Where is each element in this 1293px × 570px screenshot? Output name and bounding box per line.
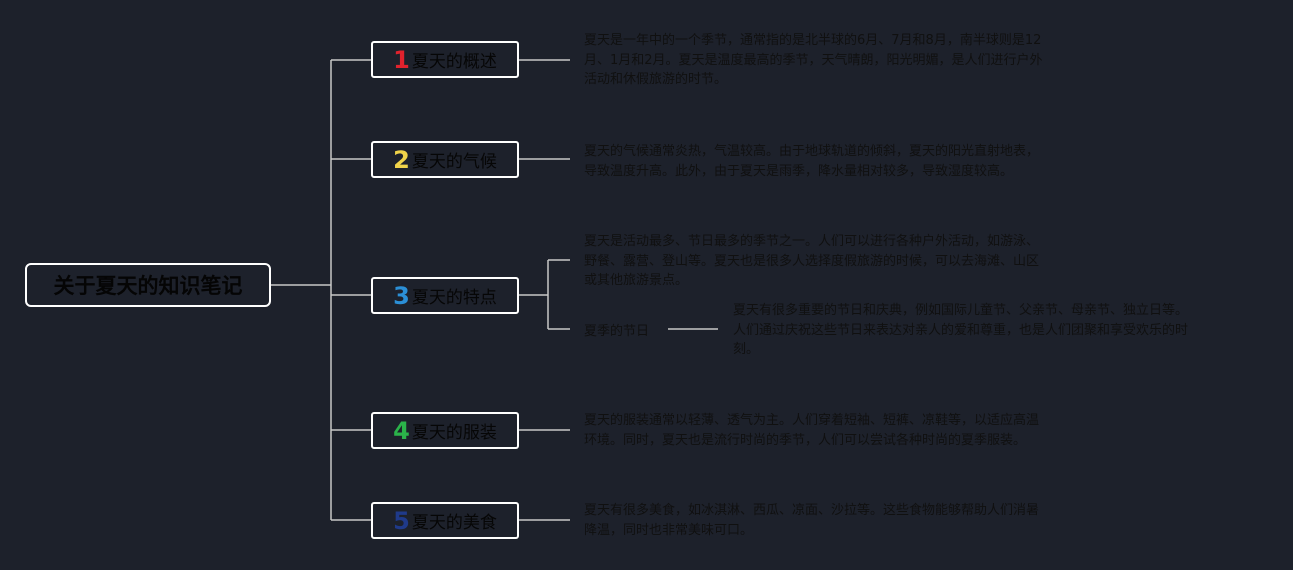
- branch-node-1[interactable]: 1 夏天的概述: [371, 41, 519, 78]
- branch-node-5[interactable]: 5 夏天的美食: [371, 502, 519, 539]
- detail-line: 月、1月和2月。夏天是温度最高的季节，天气晴朗，阳光明媚，是人们进行户外: [584, 52, 1043, 68]
- branch-title: 夏天的特点: [411, 288, 497, 308]
- detail-line: 夏天有很多美食，如冰淇淋、西瓜、凉面、沙拉等。这些食物能够帮助人们消暑: [584, 503, 1040, 518]
- detail-line: 或其他旅游景点。: [584, 273, 689, 288]
- branch-detail-2: 夏天的气候通常炎热，气温较高。由于地球轨道的倾斜，夏天的阳光直射地表， 导致温度…: [584, 142, 1039, 181]
- branch-detail-4: 夏天的服装通常以轻薄、透气为主。人们穿着短袖、短裤、凉鞋等，以适应高温 环境。同…: [584, 411, 1039, 450]
- branch-number: 3: [393, 281, 410, 310]
- branch-number: 4: [393, 416, 410, 445]
- branch-number: 5: [393, 506, 410, 535]
- detail-line: 刻。: [733, 342, 760, 357]
- branch-number: 1: [393, 45, 410, 74]
- detail-line: 导致温度升高。此外，由于夏天是雨季，降水量相对较多，导致湿度较高。: [584, 163, 1014, 179]
- branch-detail-3: 夏天是活动最多、节日最多的季节之一。人们可以进行各种户外活动，如游泳、 野餐、露…: [584, 232, 1039, 291]
- detail-line: 活动和休假旅游的时节。: [584, 72, 728, 87]
- branch-number: 2: [393, 145, 410, 174]
- branch-detail-1: 夏天是一年中的一个季节，通常指的是北半球的6月、7月和8月，南半球则是12 月、…: [584, 31, 1043, 90]
- detail-line: 夏天是活动最多、节日最多的季节之一。人们可以进行各种户外活动，如游泳、: [584, 234, 1040, 249]
- branch-node-3[interactable]: 3 夏天的特点: [371, 277, 519, 314]
- branch-detail-5: 夏天有很多美食，如冰淇淋、西瓜、凉面、沙拉等。这些食物能够帮助人们消暑 降温，同…: [584, 501, 1039, 540]
- detail-line: 夏天有很多重要的节日和庆典，例如国际儿童节、父亲节、母亲节、独立日等。: [733, 303, 1189, 318]
- detail-line: 夏天是一年中的一个季节，通常指的是北半球的6月、7月和8月，南半球则是12: [584, 33, 1042, 48]
- detail-line: 环境。同时，夏天也是流行时尚的季节，人们可以尝试各种时尚的夏季服装。: [584, 432, 1027, 448]
- branch-title: 夏天的美食: [411, 513, 497, 533]
- branch-title: 夏天的服装: [411, 423, 497, 443]
- detail-line: 降温，同时也非常美味可口。: [584, 522, 754, 538]
- branch-node-4[interactable]: 4 夏天的服装: [371, 412, 519, 449]
- sub-topic-label[interactable]: 夏季的节日: [584, 324, 650, 339]
- branch-title: 夏天的概述: [411, 52, 497, 72]
- detail-line: 野餐、露营、登山等。夏天也是很多人选择度假旅游的时候，可以去海滩、山区: [584, 253, 1040, 269]
- detail-line: 夏天的服装通常以轻薄、透气为主。人们穿着短袖、短裤、凉鞋等，以适应高温: [584, 413, 1040, 428]
- root-title: 关于夏天的知识笔记: [53, 274, 243, 298]
- branch-title: 夏天的气候: [411, 152, 497, 172]
- sub-topic-detail: 夏天有很多重要的节日和庆典，例如国际儿童节、父亲节、母亲节、独立日等。 人们通过…: [733, 301, 1188, 360]
- root-node[interactable]: 关于夏天的知识笔记: [25, 263, 271, 307]
- detail-line: 人们通过庆祝这些节日来表达对亲人的爱和尊重，也是人们团聚和享受欢乐的时: [733, 322, 1189, 338]
- branch-node-2[interactable]: 2 夏天的气候: [371, 141, 519, 178]
- detail-line: 夏天的气候通常炎热，气温较高。由于地球轨道的倾斜，夏天的阳光直射地表，: [584, 144, 1040, 159]
